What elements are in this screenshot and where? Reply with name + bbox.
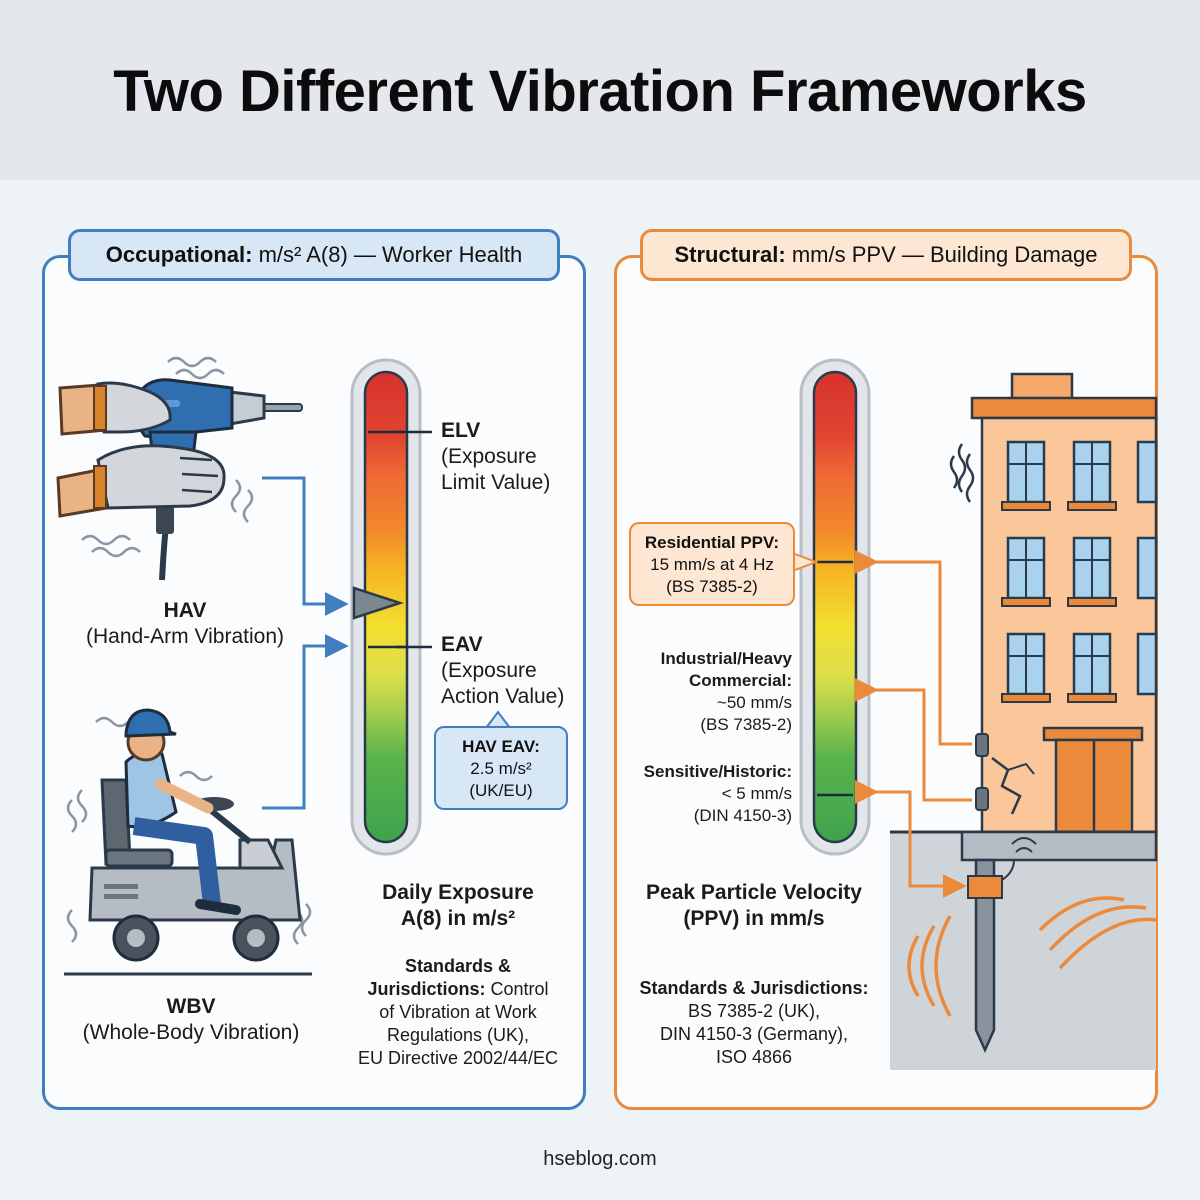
vibration-wave-icon bbox=[949, 443, 975, 503]
structural-gauge bbox=[799, 358, 871, 856]
drill-hands-illustration bbox=[56, 356, 303, 581]
sensitive-label: Sensitive/Historic: < 5 mm/s (DIN 4150-3… bbox=[612, 761, 792, 827]
sensitive-standard: (DIN 4150-3) bbox=[693, 806, 792, 825]
structural-header-text: mm/s PPV — Building Damage bbox=[785, 242, 1098, 267]
exposure-pointer bbox=[352, 586, 405, 620]
elv-label: ELV (Exposure Limit Value) bbox=[441, 418, 571, 496]
occupational-standards-line5: EU Directive 2002/44/EC bbox=[357, 1048, 559, 1068]
elv-name: ELV bbox=[441, 419, 481, 442]
footer-source: hseblog.com bbox=[543, 1148, 657, 1170]
structural-standards-line4: ISO 4866 bbox=[715, 1047, 793, 1067]
crack-icon bbox=[991, 757, 1022, 815]
vibration-wave-icon bbox=[81, 356, 254, 558]
occupational-axis-line1: Daily Exposure bbox=[382, 881, 534, 904]
structural-header-bold: Structural: bbox=[674, 242, 786, 267]
eav-line1: (Exposure bbox=[441, 659, 537, 682]
structural-axis-line1: Peak Particle Velocity bbox=[646, 881, 862, 904]
occupational-standards-heading: Standards & bbox=[404, 956, 512, 976]
ground-illustration bbox=[890, 830, 1158, 1070]
residential-ppv-callout: Residential PPV: 15 mm/s at 4 Hz (BS 738… bbox=[629, 522, 795, 606]
occupational-standards-line2: Control bbox=[485, 979, 549, 999]
residential-ppv-title: Residential PPV: bbox=[644, 533, 780, 552]
structural-axis-label: Peak Particle Velocity (PPV) in mm/s bbox=[626, 880, 882, 932]
structural-header-pill: Structural: mm/s PPV — Building Damage bbox=[640, 229, 1132, 281]
occupational-header-bold: Occupational: bbox=[105, 242, 253, 267]
structural-standards-line3: DIN 4150-3 (Germany), bbox=[659, 1024, 849, 1044]
wbv-label: WBV (Whole-Body Vibration) bbox=[66, 994, 316, 1046]
occupational-gauge bbox=[350, 358, 432, 856]
elv-line1: (Exposure bbox=[441, 445, 537, 468]
vibration-wave-icon bbox=[66, 716, 312, 945]
wireless-icon bbox=[1011, 837, 1037, 853]
industrial-value: ~50 mm/s bbox=[716, 693, 792, 712]
elv-line2: Limit Value) bbox=[441, 471, 551, 494]
wbv-desc: (Whole-Body Vibration) bbox=[82, 1021, 300, 1044]
sensor-icon bbox=[975, 787, 989, 811]
occupational-header-pill: Occupational: m/s² A(8) — Worker Health bbox=[68, 229, 560, 281]
wbv-connector bbox=[262, 634, 349, 810]
building-illustration bbox=[949, 372, 1158, 834]
structural-connectors bbox=[854, 550, 972, 898]
structural-standards: Standards & Jurisdictions: BS 7385-2 (UK… bbox=[626, 977, 882, 1069]
occupational-standards-line3: of Vibration at Work bbox=[379, 1002, 537, 1022]
sensor-icon bbox=[975, 733, 989, 757]
header-band bbox=[0, 0, 1200, 180]
industrial-standard: (BS 7385-2) bbox=[700, 715, 792, 734]
geophone-icon bbox=[967, 875, 1003, 899]
eav-label: EAV (Exposure Action Value) bbox=[441, 632, 581, 710]
structural-standards-line2: BS 7385-2 (UK), bbox=[687, 1001, 821, 1021]
occupational-standards-line4: Regulations (UK), bbox=[386, 1025, 530, 1045]
industrial-line1: Industrial/Heavy bbox=[660, 649, 792, 668]
hav-desc: (Hand-Arm Vibration) bbox=[85, 625, 284, 648]
hav-label: HAV (Hand-Arm Vibration) bbox=[70, 598, 300, 650]
page-title: Two Different Vibration Frameworks bbox=[113, 59, 1087, 124]
residential-ppv-standard: (BS 7385-2) bbox=[666, 577, 758, 596]
residential-ppv-value: 15 mm/s at 4 Hz bbox=[650, 555, 774, 574]
eav-name: EAV bbox=[441, 633, 483, 656]
hav-eav-callout: HAV EAV: 2.5 m/s² (UK/EU) bbox=[434, 726, 568, 810]
hav-eav-region: (UK/EU) bbox=[469, 781, 533, 800]
occupational-header-text: m/s² A(8) — Worker Health bbox=[252, 242, 523, 267]
sensitive-value: < 5 mm/s bbox=[721, 784, 792, 803]
sensitive-line1: Sensitive/Historic: bbox=[643, 762, 792, 781]
occupational-standards-heading2: Jurisdictions: bbox=[367, 979, 486, 999]
ground-wave-icon bbox=[907, 896, 1157, 1017]
hav-eav-title: HAV EAV: bbox=[462, 737, 540, 756]
eav-line2: Action Value) bbox=[441, 685, 565, 708]
residential-callout-tail bbox=[794, 553, 819, 571]
occupational-axis-line2: A(8) in m/s² bbox=[400, 907, 516, 930]
industrial-line2: Commercial: bbox=[689, 671, 792, 690]
hav-connector bbox=[262, 476, 349, 616]
hav-eav-value: 2.5 m/s² bbox=[470, 759, 532, 778]
structural-axis-line2: (PPV) in mm/s bbox=[683, 907, 825, 930]
occupational-standards: Standards & Jurisdictions: Control of Vi… bbox=[336, 955, 580, 1070]
wbv-name: WBV bbox=[166, 995, 216, 1018]
occupational-axis-label: Daily Exposure A(8) in m/s² bbox=[346, 880, 570, 932]
industrial-label: Industrial/Heavy Commercial: ~50 mm/s (B… bbox=[620, 648, 792, 736]
seated-operator-illustration bbox=[64, 708, 312, 976]
pile-icon bbox=[974, 858, 996, 1054]
hav-eav-callout-tail bbox=[485, 710, 511, 729]
hav-name: HAV bbox=[163, 599, 207, 622]
structural-standards-heading: Standards & Jurisdictions: bbox=[639, 978, 869, 998]
